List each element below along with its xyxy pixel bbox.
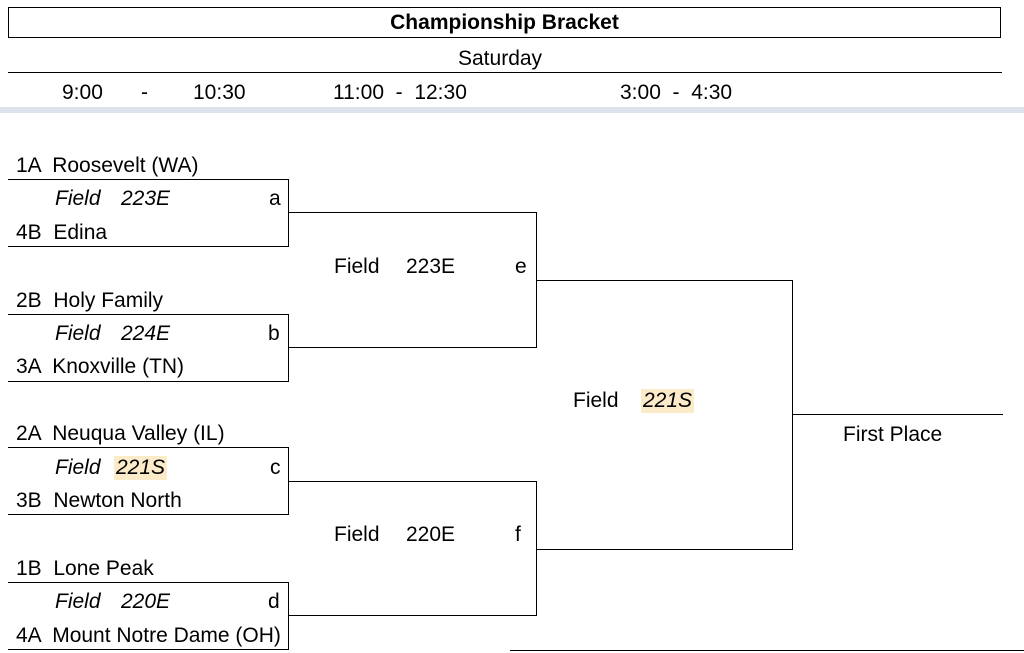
bracket-line <box>536 481 537 616</box>
team-2a: 2A Neuqua Valley (IL) <box>16 422 225 445</box>
time-slot-1-dash: - <box>141 81 148 104</box>
header-divider-top <box>8 72 1002 73</box>
bracket-line <box>8 246 289 247</box>
bracket-line <box>8 514 289 515</box>
field-label-f: Field <box>334 523 380 546</box>
bracket-line <box>288 212 537 213</box>
field-number-b: 224E <box>121 322 171 345</box>
bracket-line <box>536 549 793 550</box>
team-1b: 1B Lone Peak <box>16 557 154 580</box>
field-number-d: 220E <box>121 590 171 613</box>
bracket-line <box>8 179 289 180</box>
bracket-line <box>510 650 1024 651</box>
field-label-b: Field <box>55 322 101 345</box>
match-letter-e: e <box>515 255 527 278</box>
bracket-line <box>8 649 289 650</box>
team-2b: 2B Holy Family <box>16 289 164 312</box>
field-label-d: Field <box>55 590 101 613</box>
team-4b: 4B Edina <box>16 221 108 244</box>
match-letter-c: c <box>270 456 281 479</box>
time-slot-3: 3:00 - 4:30 <box>620 81 733 104</box>
bracket-line <box>288 615 537 616</box>
team-4a: 4A Mount Notre Dame (OH) <box>16 624 281 647</box>
team-3b: 3B Newton North <box>16 489 182 512</box>
match-letter-d: d <box>268 590 280 613</box>
match-letter-b: b <box>268 322 280 345</box>
time-slot-2: 11:00 - 12:30 <box>333 81 467 104</box>
bracket-line <box>792 280 793 550</box>
header-separator <box>0 107 1024 113</box>
bracket-line <box>288 481 537 482</box>
bracket-line <box>8 582 289 583</box>
first-place-label: First Place <box>843 423 943 446</box>
page-title: Championship Bracket <box>390 11 619 34</box>
field-number-e: 223E <box>406 255 456 278</box>
field-number-final: 221S <box>641 389 695 413</box>
bracket-line <box>536 280 793 281</box>
bracket-line <box>288 582 289 650</box>
bracket-line <box>8 447 289 448</box>
bracket-line <box>8 381 289 382</box>
field-label-e: Field <box>334 255 380 278</box>
bracket-line <box>288 347 537 348</box>
team-1a: 1A Roosevelt (WA) <box>16 154 199 177</box>
match-letter-f: f <box>515 523 521 546</box>
field-label-final: Field <box>573 389 619 412</box>
team-3a: 3A Knoxville (TN) <box>16 355 185 378</box>
time-slot-1-end: 10:30 <box>193 81 246 104</box>
field-number-a: 223E <box>121 187 171 210</box>
title-box: Championship Bracket <box>8 7 1001 38</box>
day-label: Saturday <box>458 47 543 70</box>
bracket-line <box>288 314 289 382</box>
time-slot-1-start: 9:00 <box>62 81 103 104</box>
bracket-line <box>8 314 289 315</box>
bracket-line <box>288 179 289 247</box>
field-label-a: Field <box>55 187 101 210</box>
field-label-c: Field <box>55 456 101 479</box>
field-number-f: 220E <box>406 523 456 546</box>
match-letter-a: a <box>269 187 281 210</box>
bracket-line <box>792 414 1003 415</box>
field-number-c: 221S <box>114 456 168 480</box>
